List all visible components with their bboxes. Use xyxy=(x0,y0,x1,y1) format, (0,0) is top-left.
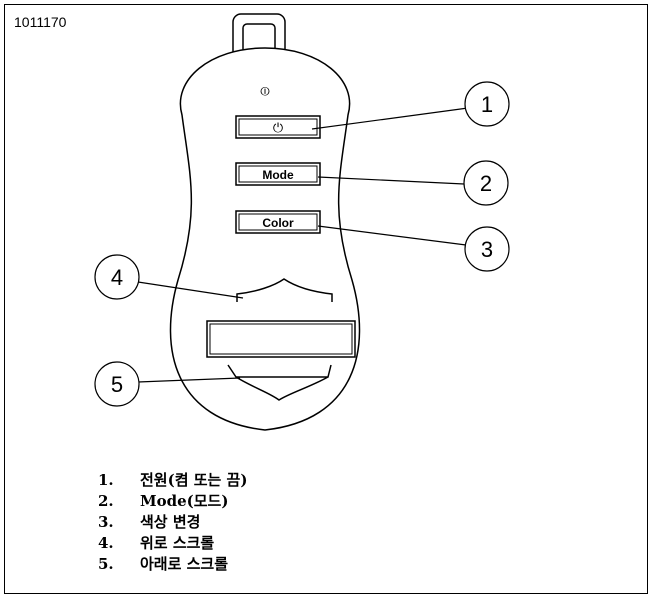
legend-text: 위로 스크롤 xyxy=(140,534,215,552)
remote-body xyxy=(169,47,361,431)
callout-3: 3 xyxy=(464,226,510,272)
power-icon: ⏻ xyxy=(273,121,283,136)
callout-5: 5 xyxy=(94,361,140,407)
legend-item: 3. 색상 변경 xyxy=(98,512,247,533)
mode-button[interactable]: Mode xyxy=(235,162,321,186)
leader-line-2 xyxy=(317,176,465,185)
callout-2: 2 xyxy=(463,160,509,206)
legend-text: 전원(켬 또는 끔) xyxy=(140,471,248,489)
figure-id: 1011170 xyxy=(14,14,67,30)
legend-number: 2. xyxy=(98,492,114,510)
leader-line-1 xyxy=(311,107,469,130)
scroll-down-button[interactable] xyxy=(227,364,332,401)
legend-number: 3. xyxy=(98,513,114,531)
legend-item: 1. 전원(켬 또는 끔) xyxy=(98,470,247,491)
center-bar xyxy=(206,320,356,358)
callout-4: 4 xyxy=(94,254,140,300)
leader-line-5 xyxy=(137,377,241,383)
svg-text:5: 5 xyxy=(111,372,123,397)
power-button[interactable]: ⏻ xyxy=(235,115,321,139)
leader-line-4 xyxy=(137,281,244,299)
legend-number: 4. xyxy=(98,534,114,552)
color-button-label: Color xyxy=(262,216,294,230)
svg-text:2: 2 xyxy=(480,171,492,196)
color-button[interactable]: Color xyxy=(235,210,321,234)
power-indicator-icon: ⏼ xyxy=(260,84,270,98)
svg-text:3: 3 xyxy=(481,237,493,262)
scroll-up-button[interactable] xyxy=(236,278,333,302)
mode-button-label: Mode xyxy=(262,168,294,182)
legend-text: Mode(모드) xyxy=(140,492,229,510)
legend-number: 1. xyxy=(98,471,114,489)
legend-item: 5. 아래로 스크롤 xyxy=(98,554,247,575)
legend-list: 1. 전원(켬 또는 끔) 2. Mode(모드) 3. 색상 변경 4. 위로 스크롤… xyxy=(98,470,247,575)
callout-1: 1 xyxy=(464,81,510,127)
legend-text: 색상 변경 xyxy=(140,513,201,531)
svg-text:4: 4 xyxy=(111,265,123,290)
legend-number: 5. xyxy=(98,555,114,573)
svg-text:1: 1 xyxy=(481,92,493,117)
leader-line-3 xyxy=(317,225,467,246)
legend-text: 아래로 스크롤 xyxy=(140,555,229,573)
legend-item: 2. Mode(모드) xyxy=(98,491,247,512)
legend-item: 4. 위로 스크롤 xyxy=(98,533,247,554)
